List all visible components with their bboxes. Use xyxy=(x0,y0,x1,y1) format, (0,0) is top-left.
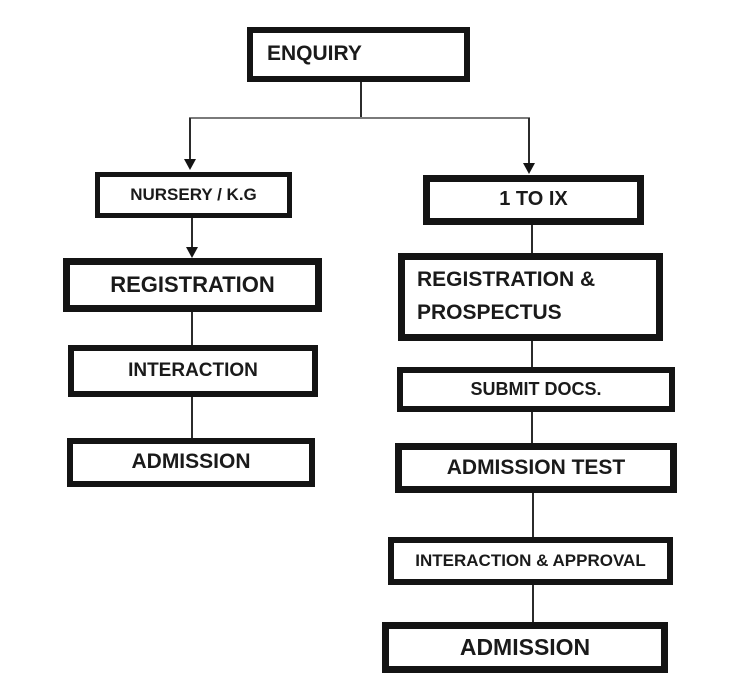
arrowhead-to-nursery-icon xyxy=(184,159,196,170)
node-1-to-ix: 1 TO IX xyxy=(423,175,644,225)
connector-nursery-to-registration xyxy=(191,218,193,247)
node-admission-1-to-ix: ADMISSION xyxy=(382,622,668,673)
node-submit-docs: SUBMIT DOCS. xyxy=(397,367,675,412)
connector-branch-to-1-to-ix xyxy=(528,118,530,163)
connector-branch-horizontal xyxy=(189,117,530,119)
node-interaction: INTERACTION xyxy=(68,345,318,397)
connector-branch-to-nursery xyxy=(189,118,191,159)
connector-interaction-to-admission xyxy=(191,397,193,438)
connector-registration-to-interaction xyxy=(191,312,193,345)
node-registration: REGISTRATION xyxy=(63,258,322,312)
arrowhead-to-registration-icon xyxy=(186,247,198,258)
connector-submit-docs-to-admission-test xyxy=(531,412,533,443)
connector-1-to-ix-to-registration-prospectus xyxy=(531,225,533,253)
node-registration-prospectus: REGISTRATION & PROSPECTUS xyxy=(398,253,663,341)
connector-registration-prospectus-to-submit-docs xyxy=(531,341,533,367)
connector-interaction-approval-to-admission xyxy=(532,585,534,622)
connector-admission-test-to-interaction-approval xyxy=(532,493,534,537)
node-admission-nursery: ADMISSION xyxy=(67,438,315,487)
node-enquiry: ENQUIRY xyxy=(247,27,470,82)
node-nursery-kg: NURSERY / K.G xyxy=(95,172,292,218)
node-interaction-approval: INTERACTION & APPROVAL xyxy=(388,537,673,585)
connector-enquiry-to-branch xyxy=(360,82,362,118)
node-admission-test: ADMISSION TEST xyxy=(395,443,677,493)
arrowhead-to-1-to-ix-icon xyxy=(523,163,535,174)
